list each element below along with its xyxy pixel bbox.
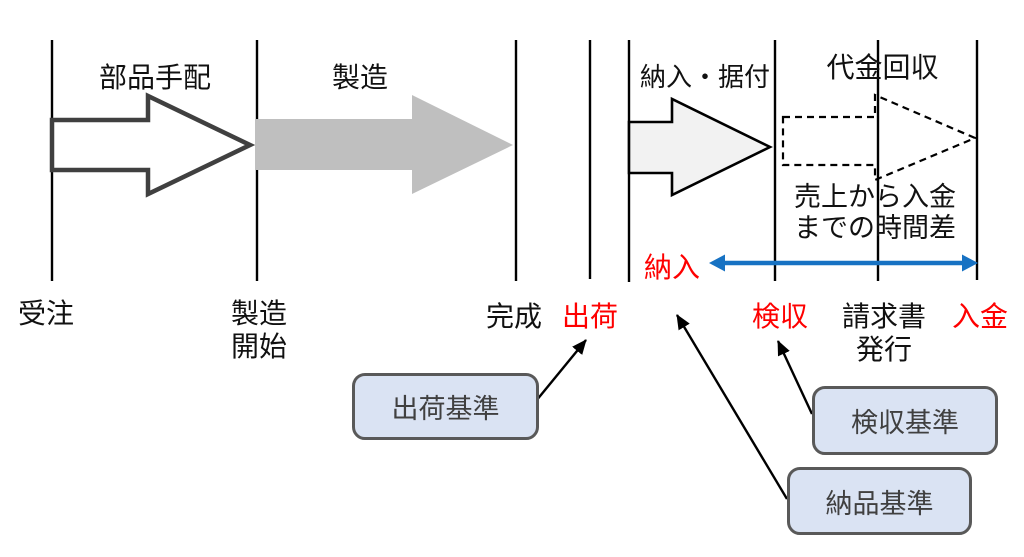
manufacturing-arrow: [255, 95, 513, 194]
milestone-manufacturing-start: 製造 開始: [219, 297, 299, 363]
milestone-completion: 完成: [485, 301, 542, 332]
shipment-basis-label: 出荷基準: [391, 394, 500, 424]
gap-note: 売上から入金 までの時間差: [788, 182, 962, 244]
connector-inspection-basis: [776, 340, 814, 415]
connector-delivery-basis: [675, 314, 789, 500]
connector-shipment-basis: [535, 339, 587, 402]
criteria-connectors: [535, 314, 814, 500]
phase-label-manufacturing: 製造: [331, 62, 388, 93]
delivery-installation-arrow: [627, 96, 773, 198]
phase-label-parts-procurement: 部品手配: [98, 62, 211, 93]
parts-procurement-arrow: [49, 92, 256, 198]
milestone-manufacturing-start-line1: 製造: [230, 298, 287, 329]
milestone-shipment: 出荷: [561, 301, 618, 332]
inspection-basis-label: 検収基準: [851, 408, 959, 438]
gap-note-line2: までの時間差: [794, 213, 956, 243]
milestone-invoice-issue: 請求書 発行: [834, 300, 934, 366]
milestone-payment-received: 入金: [951, 301, 1008, 332]
delivery-basis-label: 納品基準: [825, 488, 934, 519]
phase-label-delivery-installation: 納入・据付: [639, 62, 770, 92]
payment-collection-arrow: [781, 93, 978, 182]
milestone-delivery: 納入: [643, 252, 700, 283]
shipment-basis-box: 出荷基準: [352, 373, 539, 440]
delivery-basis-box: 納品基準: [787, 467, 972, 535]
milestone-invoice-line2: 発行: [855, 334, 912, 365]
milestone-inspection: 検収: [751, 301, 808, 332]
gap-note-line1: 売上から入金: [794, 182, 956, 212]
milestone-manufacturing-start-line2: 開始: [230, 331, 287, 362]
inspection-basis-box: 検収基準: [812, 386, 998, 455]
phase-label-payment-collection: 代金回収: [826, 52, 939, 83]
gap-span-arrow: [709, 254, 978, 272]
milestone-order-received: 受注: [17, 298, 74, 329]
milestone-invoice-line1: 請求書: [841, 301, 926, 332]
